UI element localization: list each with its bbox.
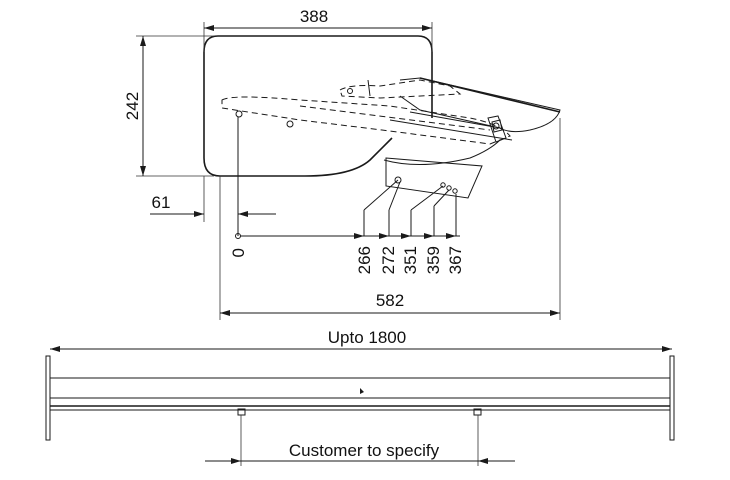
dim-label-61: 61 <box>152 193 171 212</box>
dim-label-359: 359 <box>424 246 443 274</box>
dim-label-1800: Upto 1800 <box>328 328 406 347</box>
arrow-351 <box>401 233 411 239</box>
dim-label-spec: Customer to specify <box>289 441 440 460</box>
leader-272-diag <box>388 181 401 211</box>
arrow-266 <box>354 233 364 239</box>
end-bracket <box>487 115 507 143</box>
dim-label-367: 367 <box>446 246 465 274</box>
bracket-right <box>473 408 482 416</box>
plate-hole-1 <box>440 182 446 188</box>
leader-351-diag <box>410 185 444 211</box>
side-view: 388 242 <box>123 7 561 320</box>
wall-plate <box>385 157 483 199</box>
dim-label-351: 351 <box>401 246 420 274</box>
arrow-359 <box>424 233 434 239</box>
end-pivot <box>492 122 500 130</box>
plate-slot-1 <box>394 176 402 184</box>
plate-hole-3 <box>452 188 458 194</box>
arm-edge-3 <box>389 119 513 141</box>
pin-1 <box>367 79 371 97</box>
leader-266-diag <box>363 179 399 211</box>
dim-label-388: 388 <box>300 7 328 26</box>
arrow-272 <box>379 233 389 239</box>
bracket-left <box>237 408 246 416</box>
projector-arm <box>399 77 561 133</box>
front-view: Upto 1800 Customer to specify <box>45 328 675 466</box>
arm-edge-2 <box>409 111 501 129</box>
center-marker <box>360 388 364 394</box>
board-hole-1 <box>235 110 243 118</box>
dim-label-272: 272 <box>379 246 398 274</box>
arrow-367 <box>446 233 456 239</box>
dim-label-origin: 0 <box>229 248 248 257</box>
dim-label-242: 242 <box>123 92 142 120</box>
board-hole-3 <box>347 88 353 94</box>
end-cap-left <box>45 355 51 441</box>
end-cap-right <box>669 355 675 441</box>
board-hole-2 <box>286 120 294 128</box>
hidden-lines-upper <box>339 79 462 99</box>
hidden-line-long <box>299 105 491 131</box>
leader-359-diag <box>433 189 450 207</box>
plate-hole-2 <box>446 185 452 191</box>
arm-edge-1 <box>419 77 561 113</box>
dim-label-582: 582 <box>376 291 404 310</box>
arm-curve <box>383 139 501 165</box>
dim-label-266: 266 <box>355 246 374 274</box>
